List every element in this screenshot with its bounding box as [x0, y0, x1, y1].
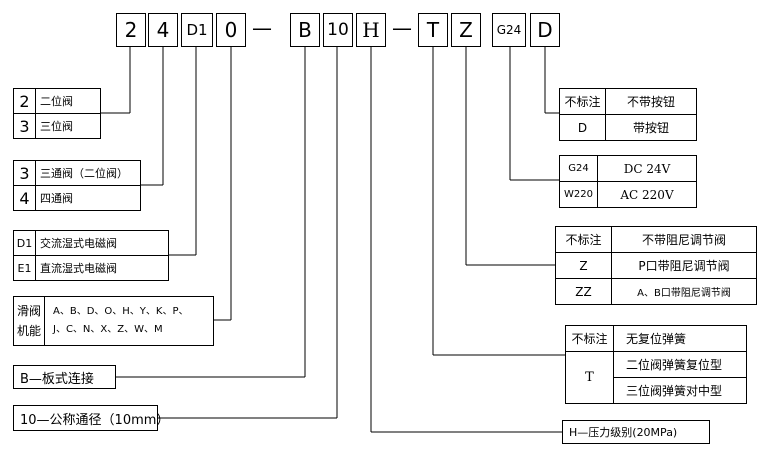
damping-code: 不标注 [555, 226, 612, 253]
damping-code: Z [555, 252, 612, 279]
spring-label: 无复位弹簧 [613, 325, 747, 352]
table-row: E1 直流湿式电磁阀 [13, 255, 169, 281]
table-row: Z P口带阻尼调节阀 [555, 252, 757, 279]
positions-table: 2 二位阀 3 三位阀 [13, 88, 101, 139]
dash-separator: — [392, 16, 412, 40]
code-box-diameter: 10 [323, 13, 353, 47]
mounting-box: B—板式连接 [13, 365, 116, 389]
code-box-damping: Z [451, 13, 481, 47]
ways-code: 3 [13, 160, 36, 186]
voltage-table: G24 DC 24V W220 AC 220V [559, 155, 698, 208]
damping-code: ZZ [555, 278, 612, 305]
table-row: ZZ A、B口带阻尼调节阀 [555, 278, 757, 305]
spring-code: T [565, 351, 614, 404]
code-box-spring: T [418, 13, 448, 47]
voltage-label: AC 220V [596, 181, 698, 208]
ways-label: 三通阀（二位阀） [35, 160, 141, 186]
table-row: 不标注 无复位弹簧 [565, 325, 747, 352]
code-box-positions: 2 [116, 13, 146, 47]
code-box-voltage: G24 [492, 13, 526, 47]
ways-table: 3 三通阀（二位阀） 4 四通阀 [13, 160, 141, 211]
button-code: 不标注 [559, 88, 606, 115]
solenoid-code: D1 [13, 230, 36, 256]
code-box-solenoid: D1 [181, 13, 213, 47]
solenoid-code: E1 [13, 255, 36, 281]
code-box-pressure: H [356, 13, 386, 47]
code-box-button: D [530, 13, 560, 47]
pressure-box: H—压力级别(20MPa) [562, 420, 710, 444]
solenoid-label: 交流湿式电磁阀 [35, 230, 169, 256]
ways-code: 4 [13, 185, 36, 211]
button-label: 不带按钮 [605, 88, 697, 115]
diameter-box: 10—公称通径（10mm） [13, 405, 169, 431]
damping-label: A、B口带阻尼调节阀 [611, 278, 757, 305]
table-row: 不标注 不带按钮 [559, 88, 697, 115]
table-row: 不标注 不带阻尼调节阀 [555, 226, 757, 253]
damping-label: P口带阻尼调节阀 [611, 252, 757, 279]
table-row: D1 交流湿式电磁阀 [13, 230, 169, 256]
ways-label: 四通阀 [35, 185, 141, 211]
damping-table: 不标注 不带阻尼调节阀 Z P口带阻尼调节阀 ZZ A、B口带阻尼调节阀 [555, 226, 757, 305]
voltage-code: W220 [559, 181, 598, 208]
table-row: T 二位阀弹簧复位型 [565, 351, 747, 404]
spring-label: 三位阀弹簧对中型 [613, 377, 747, 404]
spool-label-top: 滑阀 [16, 304, 41, 318]
code-box-spool: 0 [216, 13, 246, 47]
spool-label-bottom: 机能 [16, 324, 41, 338]
spool-codes-line2: J、C、N、X、Z、W、M [53, 324, 163, 335]
table-row: W220 AC 220V [559, 181, 698, 208]
positions-code: 2 [13, 88, 36, 114]
damping-label: 不带阻尼调节阀 [611, 226, 757, 253]
spring-code: 不标注 [565, 325, 614, 352]
spring-label: 二位阀弹簧复位型 [613, 351, 747, 378]
spring-table: 不标注 无复位弹簧 T 二位阀弹簧复位型 三位阀弹簧对中型 [565, 325, 747, 404]
positions-code: 3 [13, 113, 36, 139]
button-code: D [559, 114, 606, 141]
table-row: 3 三通阀（二位阀） [13, 160, 141, 186]
voltage-label: DC 24V [596, 155, 698, 182]
dash-separator: — [252, 16, 272, 40]
table-row: 2 二位阀 [13, 88, 101, 114]
button-table: 不标注 不带按钮 D 带按钮 [559, 88, 697, 141]
spool-codes: A、B、D、O、H、Y、K、P、 J、C、N、X、Z、W、M [45, 297, 213, 345]
positions-label: 三位阀 [35, 113, 101, 139]
code-box-mounting: B [290, 13, 320, 47]
table-row: G24 DC 24V [559, 155, 698, 182]
solenoid-table: D1 交流湿式电磁阀 E1 直流湿式电磁阀 [13, 230, 169, 281]
spool-label: 滑阀 机能 [14, 297, 45, 345]
table-row: 3 三位阀 [13, 113, 101, 139]
button-label: 带按钮 [605, 114, 697, 141]
positions-label: 二位阀 [35, 88, 101, 114]
solenoid-label: 直流湿式电磁阀 [35, 255, 169, 281]
spool-function-box: 滑阀 机能 A、B、D、O、H、Y、K、P、 J、C、N、X、Z、W、M [13, 296, 214, 346]
voltage-code: G24 [559, 155, 598, 182]
table-row: 4 四通阀 [13, 185, 141, 211]
table-row: D 带按钮 [559, 114, 697, 141]
spool-codes-line1: A、B、D、O、H、Y、K、P、 [53, 306, 189, 317]
table-row: 三位阀弹簧对中型 [566, 377, 747, 404]
code-box-ways: 4 [148, 13, 178, 47]
